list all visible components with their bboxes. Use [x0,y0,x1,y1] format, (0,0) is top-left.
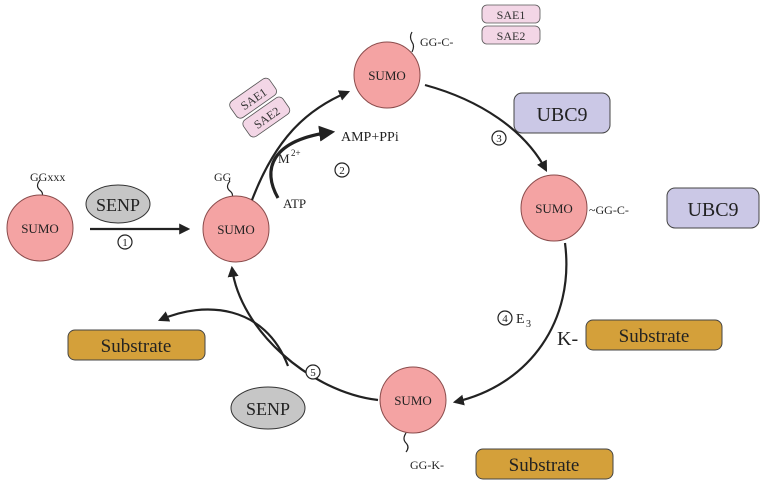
free-sumo: GGxxx SUMO [6,170,74,262]
senp-deconjugation: SENP [230,386,306,430]
released-substrate: Substrate [67,329,206,361]
e3-subscript: 3 [526,319,531,330]
conjugated-sumo: SUMO GG-K- Substrate [379,366,614,480]
cycle-arc-to-sae [250,90,351,201]
sumo-label-sae: SUMO [368,68,406,83]
step-3-number: 3 [496,133,502,145]
step-1-number: 1 [122,237,128,249]
gg-c-label-top: GG-C- [420,35,453,49]
gg-k-label: GG-K- [410,458,444,472]
target-substrate: K- Substrate [557,319,723,351]
k-dash-label: K- [557,328,578,350]
substrate-release-arrow [157,308,290,367]
senp-processing: SENP [85,184,151,224]
senp-label-1: SENP [96,195,140,215]
sumo-label-mature: SUMO [217,222,255,237]
substrate-label-target: Substrate [619,326,690,347]
cycle-arc-to-ubc9 [424,83,548,172]
sae1-label: SAE1 [497,8,526,22]
step-5-number: 5 [310,367,316,379]
mature-sumo: GG SUMO [202,170,270,263]
metal-ion-charge: 2+ [291,148,301,158]
metal-ion-label: M [278,151,290,166]
ggxxx-label: GGxxx [30,170,65,184]
atp-hydrolysis-arrow [269,125,336,199]
senp-label-2: SENP [246,399,290,419]
amp-ppi-label: AMP+PPi [341,130,399,145]
ubc9-label-bound: UBC9 [687,199,738,221]
step-2-number: 2 [339,165,345,177]
sae-enzymes-rotated: SAE1 SAE2 [229,77,291,138]
sumo-label-ubc9: SUMO [535,201,573,216]
e3-label: E [516,312,525,327]
sae2-label: SAE2 [497,29,526,43]
sae-bound-sumo: SUMO GG-C- SAE1 SAE2 [353,4,541,109]
cycle-arc-deconjugation [227,265,379,402]
substrate-label-released: Substrate [101,336,172,357]
ubc9-free: UBC9 [513,92,611,134]
step-4-number: 4 [502,313,508,325]
sumo-label-free: SUMO [21,221,59,236]
sumo-label-conjugated: SUMO [394,393,432,408]
atp-label: ATP [283,196,306,211]
cycle-arc-to-substrate [452,242,568,406]
gg-label: GG [214,170,232,184]
substrate-label-conjugated: Substrate [509,455,580,476]
ubc9-bound-sumo: SUMO ~GG-C- UBC9 [520,174,760,242]
ubc9-label-free: UBC9 [536,104,587,126]
gg-c-label-right: ~GG-C- [589,203,629,217]
